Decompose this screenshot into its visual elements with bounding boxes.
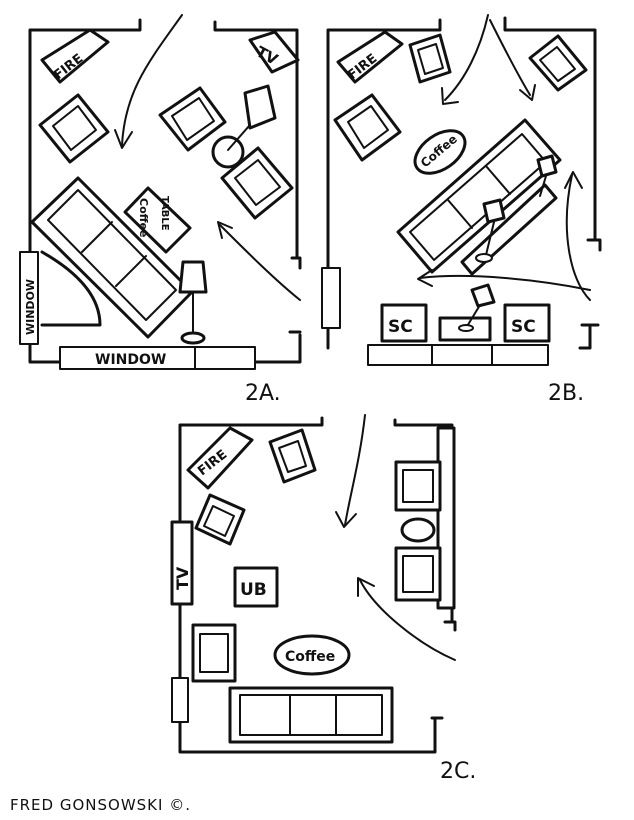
lamp-console-left	[475, 198, 506, 263]
armchair-left	[333, 93, 402, 162]
rug-2a	[40, 250, 102, 327]
ub-label: UB	[240, 580, 267, 600]
lamp-top	[211, 84, 277, 169]
armchair-right	[528, 34, 588, 92]
table-label-1: Coffee	[137, 198, 150, 237]
coffee-table-2a: Coffee TABLE	[123, 186, 192, 254]
fireplace: FIRE	[336, 30, 404, 84]
plan-2b: FIRE Coffee	[321, 14, 602, 406]
chair-sc-right: SC	[503, 303, 551, 343]
armchair-right-bottom	[394, 546, 442, 602]
door-left-2b	[321, 267, 341, 329]
coffee-table-2c: Coffee	[273, 634, 351, 676]
chair-sc-left: SC	[380, 303, 428, 343]
armchair-right	[220, 146, 294, 220]
armchair-top	[268, 428, 317, 484]
armchair-top	[158, 86, 227, 152]
armchair-left	[194, 493, 246, 546]
room-walls	[28, 18, 302, 364]
table-label-2: TABLE	[159, 196, 170, 231]
fireplace: FIRE	[186, 426, 254, 490]
ub-box: UB	[233, 566, 279, 608]
sofa-2a	[30, 176, 194, 339]
tv: TV	[248, 30, 300, 74]
tv-label: TV	[173, 566, 192, 590]
room-walls	[178, 416, 457, 754]
side-table-lamp-2b	[438, 283, 496, 342]
lamp-bottom	[178, 260, 208, 345]
console-table-2b	[460, 183, 558, 276]
window-bottom-2b	[367, 344, 549, 366]
traffic-arrows-2b	[417, 14, 591, 301]
window-left: WINDOW	[19, 251, 39, 345]
door-left-2c	[171, 677, 189, 723]
window-label: WINDOW	[95, 352, 166, 368]
sc-label-left: SC	[388, 317, 413, 337]
caption-2a: 2A.	[245, 381, 281, 406]
right-wall-unit	[436, 426, 456, 610]
coffee-label: Coffee	[285, 649, 335, 665]
sofa-2c	[228, 686, 394, 744]
traffic-arrows-2c	[335, 414, 456, 661]
window-bottom: WINDOW	[59, 346, 256, 370]
caption-2c: 2C.	[440, 759, 476, 784]
armchair-bottom-left	[191, 623, 237, 683]
caption-2b: 2B.	[548, 381, 584, 406]
armchair-top	[408, 33, 452, 84]
traffic-arrows-2a	[114, 14, 301, 301]
plan-2a: WINDOW WINDOW FIRE TV	[19, 14, 302, 406]
armchair-right-top	[394, 460, 442, 512]
room-walls	[326, 16, 602, 350]
sc-label-right: SC	[511, 317, 536, 337]
side-table-round-2c	[400, 517, 436, 543]
armchair-left	[38, 93, 110, 164]
fireplace: FIRE	[40, 28, 110, 84]
signature: FRED GONSOWSKI ©.	[10, 796, 191, 814]
lamp-console-right	[536, 154, 558, 197]
window-left-label: WINDOW	[24, 279, 37, 335]
tv-stand: TV	[170, 520, 194, 606]
plan-2c: FIRE TV UB Coffee	[170, 414, 476, 784]
